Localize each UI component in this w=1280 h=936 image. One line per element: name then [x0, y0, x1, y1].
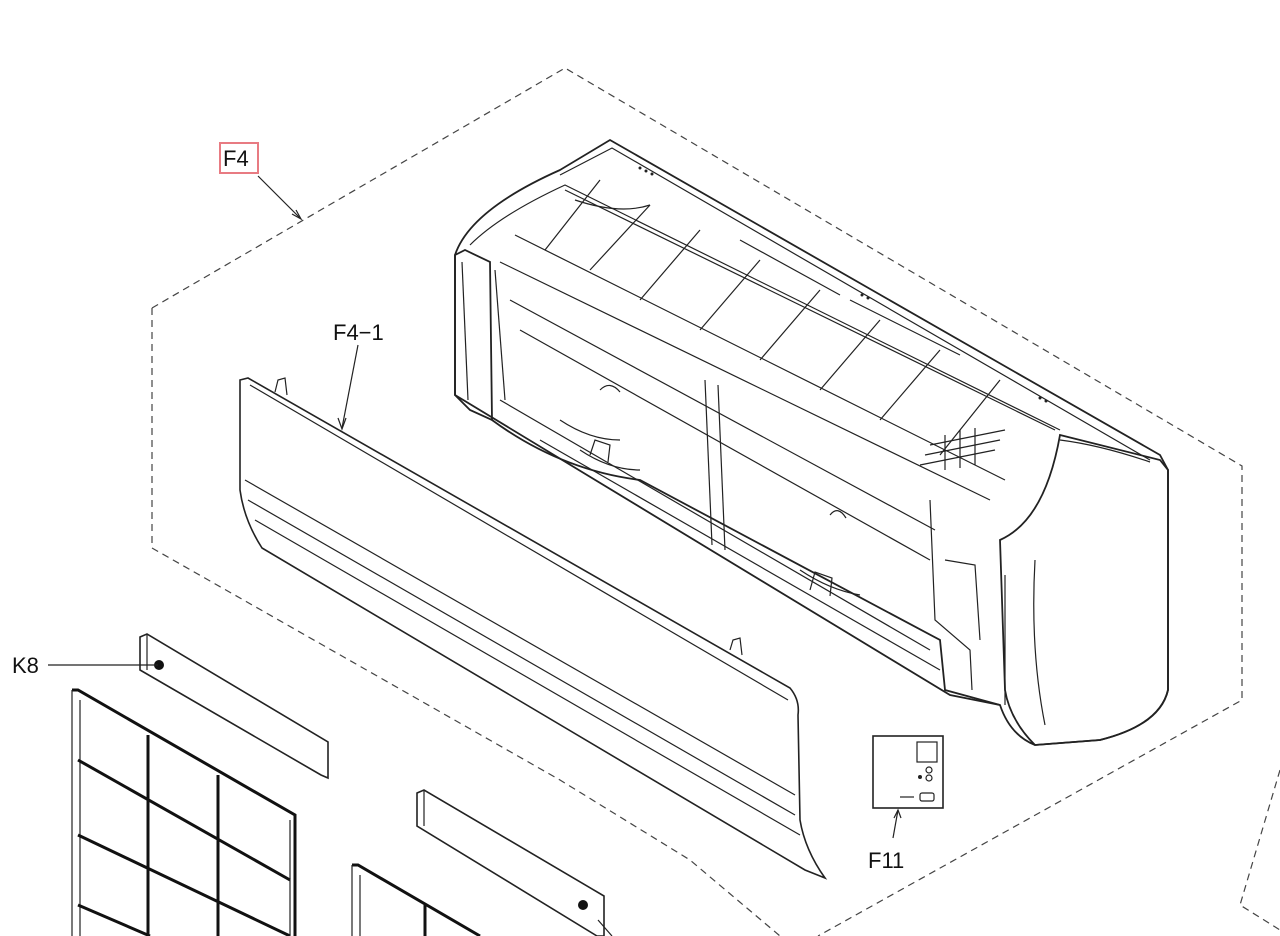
inner-frame-detail: [494, 269, 981, 691]
filter-strip-lower: [416, 789, 605, 936]
remote-display-icon: [916, 741, 938, 763]
f4-highlight-box: [219, 142, 259, 174]
remote-controller: [872, 735, 944, 809]
air-filter-grid-middle: [351, 863, 481, 936]
label-f4-1: F4−1: [333, 320, 384, 345]
air-filter-grid-left: [71, 688, 297, 936]
filter-strip-lower-dot: [578, 900, 588, 910]
label-f4: F4: [223, 146, 249, 171]
top-filter-grid: [499, 179, 1056, 501]
indoor-unit-body: [454, 138, 1169, 746]
front-panel: [239, 377, 828, 880]
filter-strip-k8: [139, 633, 329, 780]
label-k8: K8: [12, 653, 39, 678]
label-f11: F11: [868, 848, 904, 873]
assembly-boundary-right: [1239, 769, 1280, 931]
right-grille: [919, 428, 1006, 470]
leader-lines: [48, 175, 902, 936]
filter-strip-k8-dot: [154, 660, 164, 670]
assembly-boundary-f4: [151, 67, 1243, 936]
